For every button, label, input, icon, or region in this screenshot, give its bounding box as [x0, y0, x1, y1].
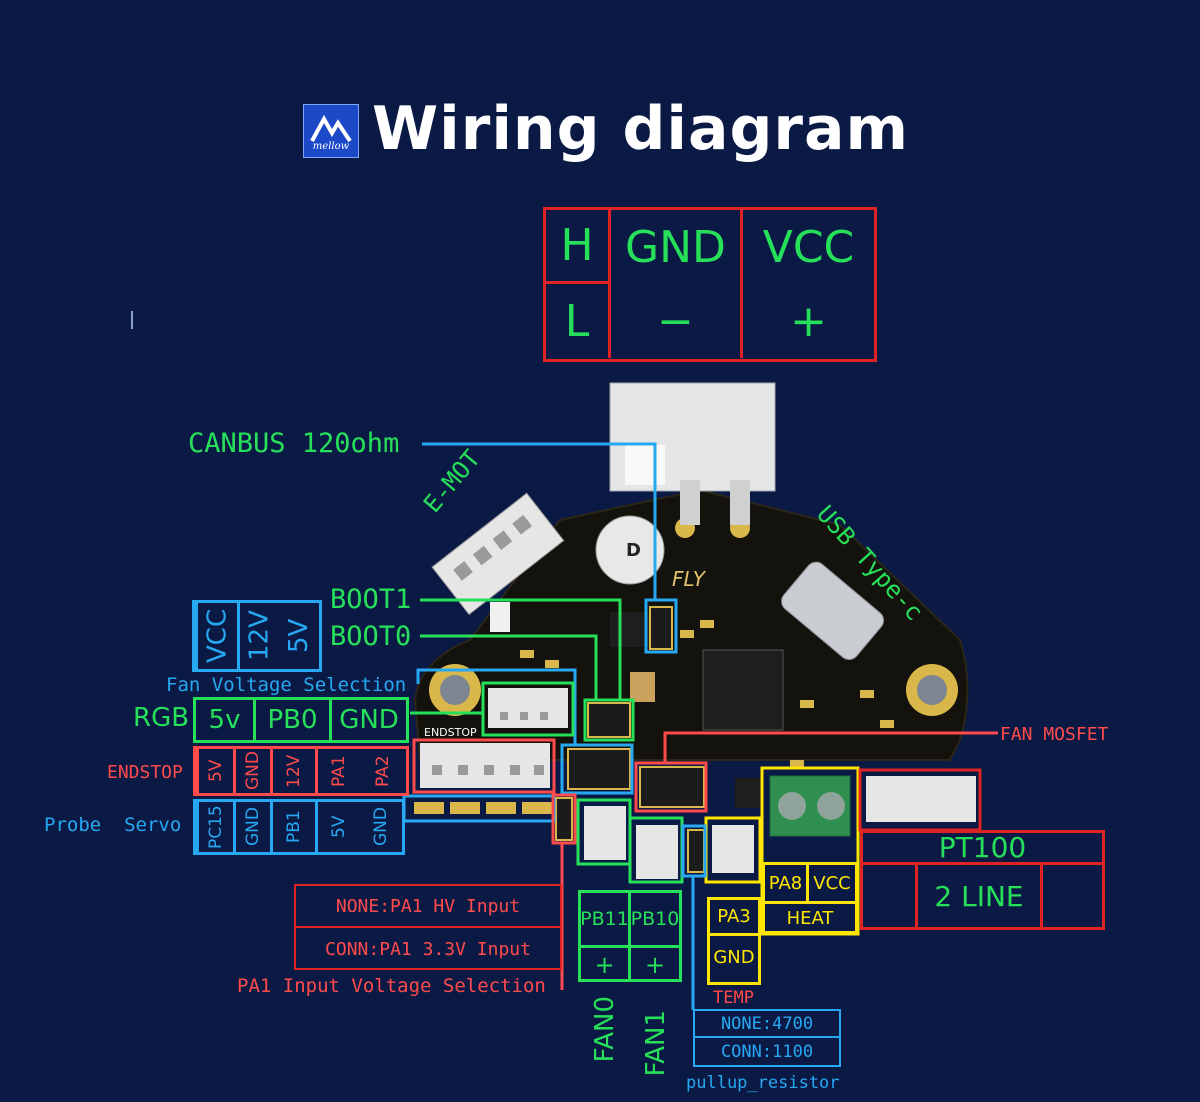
endstop-pin-12v: 12V [270, 749, 315, 793]
can-vcc: VCC [762, 221, 855, 273]
boot1-label: BOOT1 [330, 584, 412, 615]
probe-pin-gnd2: GND [371, 807, 391, 847]
fan-voltage-5v: 5V [284, 618, 314, 654]
fan-voltage-vcc: VCC [195, 603, 237, 669]
board-endstop-mark: ENDSTOP [424, 726, 477, 739]
endstop-pin-pa1: PA1 [315, 749, 360, 793]
probe-servo-label: Probe Servo [44, 814, 182, 836]
pullup-option-none: NONE:4700 [695, 1011, 839, 1038]
can-plus: + [790, 295, 827, 347]
can-l: L [546, 284, 611, 358]
fan1-plus: + [644, 951, 666, 979]
heat-label: HEAT [786, 907, 834, 929]
rgb-label: RGB [133, 703, 190, 733]
divider-mark [131, 311, 133, 329]
fan-voltage-label: Fan Voltage Selection [166, 674, 407, 696]
endstop-label: ENDSTOP [107, 762, 183, 783]
pt100-title: PT100 [863, 831, 1102, 865]
temp-box: PA3 GND [707, 897, 761, 985]
pullup-label: pullup_resistor [686, 1073, 840, 1093]
fan1-pin: PB10 [630, 908, 680, 930]
probe-pin-pc15: PC15 [196, 802, 233, 852]
mellow-logo: mellow [303, 104, 359, 158]
fan-voltage-12v: 12V [237, 603, 279, 669]
emot-connector [431, 492, 565, 616]
fan-mosfet-label: FAN MOSFET [1000, 724, 1109, 745]
heat-pin-vcc: VCC [813, 872, 851, 894]
rgb-pin-5v: 5v [196, 700, 256, 740]
can-table: H GND VCC L − + [543, 207, 877, 362]
pa1-options-box: NONE:PA1 HV Input CONN:PA1 3.3V Input [294, 884, 562, 970]
probe-box: PC15 GND PB1 5V GND [193, 799, 405, 855]
page-title: Wiring diagram [372, 94, 910, 164]
rgb-box: 5v PB0 GND [193, 697, 409, 743]
fan0-label: FAN0 [590, 996, 620, 1063]
endstop-pin-gnd: GND [233, 749, 270, 793]
temp-pin-gnd: GND [713, 947, 755, 968]
usb-connector [781, 561, 884, 661]
probe-pin-5v: 5V [315, 802, 360, 852]
temp-pin-pa3: PA3 [710, 900, 758, 936]
heat-box: PA8 VCC HEAT [762, 862, 858, 934]
fan-voltage-box: VCC 12V 5V [192, 600, 322, 672]
rgb-pin-pb0: PB0 [256, 700, 332, 740]
endstop-box: 5V GND 12V PA1 PA2 [193, 746, 409, 796]
board-brand: FLY [672, 567, 705, 591]
pullup-box: NONE:4700 CONN:1100 [693, 1009, 841, 1067]
endstop-pin-pa2: PA2 [373, 755, 393, 787]
fan1-label: FAN1 [641, 1010, 671, 1077]
boot0-label: BOOT0 [330, 621, 412, 652]
probe-pin-pb1: PB1 [270, 802, 315, 852]
can-minus: − [611, 284, 743, 358]
heat-pin-pa8: PA8 [765, 865, 809, 901]
endstop-pin-5v: 5V [196, 749, 233, 793]
capacitor [595, 515, 665, 585]
pt100-box: PT100 2 LINE [860, 830, 1105, 930]
canbus-label: CANBUS 120ohm [188, 428, 400, 459]
mountain-icon [310, 114, 352, 143]
pt100-line: 2 LINE [918, 865, 1043, 927]
pa1-option-conn: CONN:PA1 3.3V Input [325, 938, 531, 960]
fan0-pin: PB11 [580, 893, 631, 945]
fan0-plus: + [581, 948, 631, 982]
fan-pins-box: PB11 PB10 + + [578, 890, 682, 982]
rgb-pin-gnd: GND [339, 705, 399, 735]
can-h: H [546, 210, 611, 284]
mcu-chip [702, 649, 784, 731]
board-cap-mark: D [626, 540, 641, 561]
pa1-voltage-label: PA1 Input Voltage Selection [237, 975, 546, 997]
pa1-option-none: NONE:PA1 HV Input [296, 886, 560, 928]
pullup-option-conn: CONN:1100 [720, 1041, 814, 1062]
temp-label: TEMP [713, 988, 754, 1008]
logo-text: mellow [312, 141, 350, 152]
can-gnd: GND [611, 210, 743, 284]
probe-pin-gnd: GND [233, 802, 270, 852]
